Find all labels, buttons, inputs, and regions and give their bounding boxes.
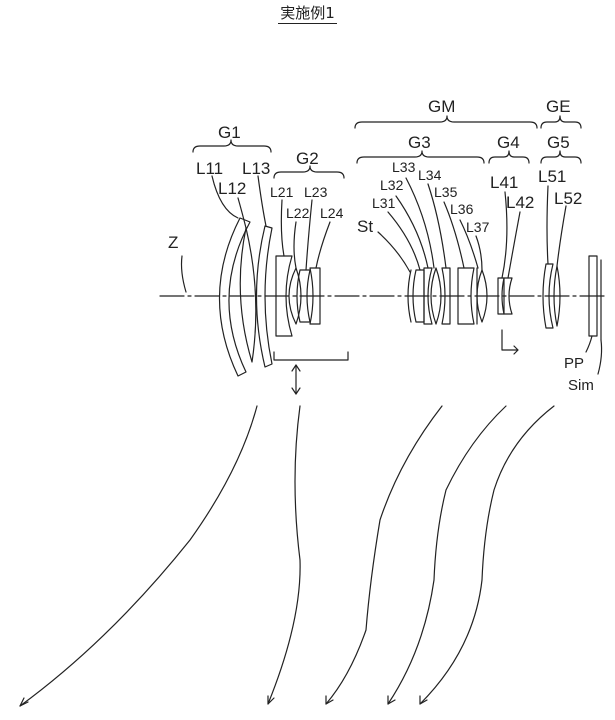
leader-l31	[387, 211, 421, 271]
label-l52: L52	[554, 189, 582, 208]
prism-pp	[588, 255, 598, 337]
trajectory-g4	[387, 405, 507, 705]
label-l32: L32	[380, 177, 404, 193]
label-l12: L12	[218, 179, 246, 198]
lens-l52	[553, 265, 561, 327]
label-g1: G1	[218, 123, 241, 142]
label-l51: L51	[538, 167, 566, 186]
lens-l42	[503, 277, 513, 315]
bracket-g3	[356, 150, 485, 164]
label-l24: L24	[320, 205, 344, 221]
bracket-ge	[540, 115, 582, 129]
label-l37: L37	[466, 219, 490, 235]
leader-l24	[315, 221, 331, 269]
leader-l42	[507, 211, 521, 279]
lens-l35	[457, 267, 475, 325]
example-title-text: 実施例1	[278, 4, 337, 24]
leader-st	[377, 231, 411, 273]
bracket-g4	[488, 150, 530, 164]
bracket-g2	[273, 165, 345, 179]
leader-l52	[556, 205, 567, 267]
bracket-g5	[540, 150, 582, 164]
label-l31: L31	[372, 195, 396, 211]
label-st: St	[357, 217, 373, 236]
lens-l33	[430, 267, 442, 325]
label-l41: L41	[490, 173, 518, 192]
label-l35: L35	[434, 184, 458, 200]
leader-l33	[405, 177, 435, 269]
leader-l41	[501, 191, 508, 279]
leader-l11	[211, 175, 239, 219]
label-g5: G5	[547, 133, 570, 152]
label-l42: L42	[506, 193, 534, 212]
leader-l35	[443, 201, 465, 269]
arrowhead-g4	[387, 695, 396, 705]
label-gm: GM	[428, 97, 455, 116]
bracket-g1	[192, 139, 272, 153]
label-pp: PP	[564, 355, 584, 372]
trajectory-g5	[419, 405, 555, 705]
label-z: Z	[168, 233, 178, 252]
leader-l34	[427, 183, 447, 269]
label-g4: G4	[497, 133, 520, 152]
lens-l24	[309, 267, 321, 325]
label-l11: L11	[196, 159, 223, 178]
label-l33: L33	[392, 159, 416, 175]
lens-l36	[476, 269, 488, 323]
label-l13: L13	[242, 159, 270, 178]
arrowhead-g1	[19, 697, 29, 707]
label-g3: G3	[408, 133, 431, 152]
leader-l32	[395, 195, 429, 269]
leader-l36	[459, 219, 479, 269]
label-g2: G2	[296, 149, 319, 168]
example-title: 実施例1	[0, 2, 615, 24]
label-l36: L36	[450, 201, 474, 217]
label-ge: GE	[546, 97, 571, 116]
lens-l12	[239, 227, 257, 363]
lens-l11	[218, 217, 251, 377]
lens-l51	[542, 263, 554, 329]
arrowhead-g5	[419, 695, 428, 705]
lens-l32	[423, 267, 433, 325]
trajectory-g1	[19, 405, 258, 707]
leader-pp	[585, 335, 593, 353]
trajectory-g3	[325, 405, 443, 705]
label-l34: L34	[418, 167, 442, 183]
arrowhead-g3	[325, 695, 334, 705]
arrowhead-g2	[267, 695, 275, 705]
axis-label-leader	[180, 255, 187, 293]
g2-focus-arrow-down	[291, 387, 301, 395]
trajectory-g2	[267, 405, 301, 705]
g2-focus-arrow-up	[291, 364, 301, 372]
leader-l13	[257, 175, 267, 227]
bracket-gm	[354, 115, 538, 129]
lens-l13	[255, 225, 273, 368]
leader-l22	[293, 221, 297, 269]
leader-l23	[305, 199, 313, 271]
lens-l21	[275, 255, 293, 337]
label-l23: L23	[304, 184, 328, 200]
leader-l21	[280, 199, 285, 257]
g4-move-arrow	[501, 329, 519, 355]
label-l21: L21	[270, 184, 294, 200]
label-sim: Sim	[568, 377, 594, 394]
lens-l34	[441, 267, 451, 325]
leader-l51	[546, 185, 549, 265]
leader-l12	[237, 197, 247, 229]
lens-l31	[412, 269, 425, 323]
label-l22: L22	[286, 205, 310, 221]
aperture-stop	[407, 269, 412, 323]
leader-l37	[475, 235, 483, 271]
lens-l22	[288, 267, 302, 325]
leader-sim	[597, 339, 603, 375]
g2-focus-bracket	[273, 351, 349, 361]
